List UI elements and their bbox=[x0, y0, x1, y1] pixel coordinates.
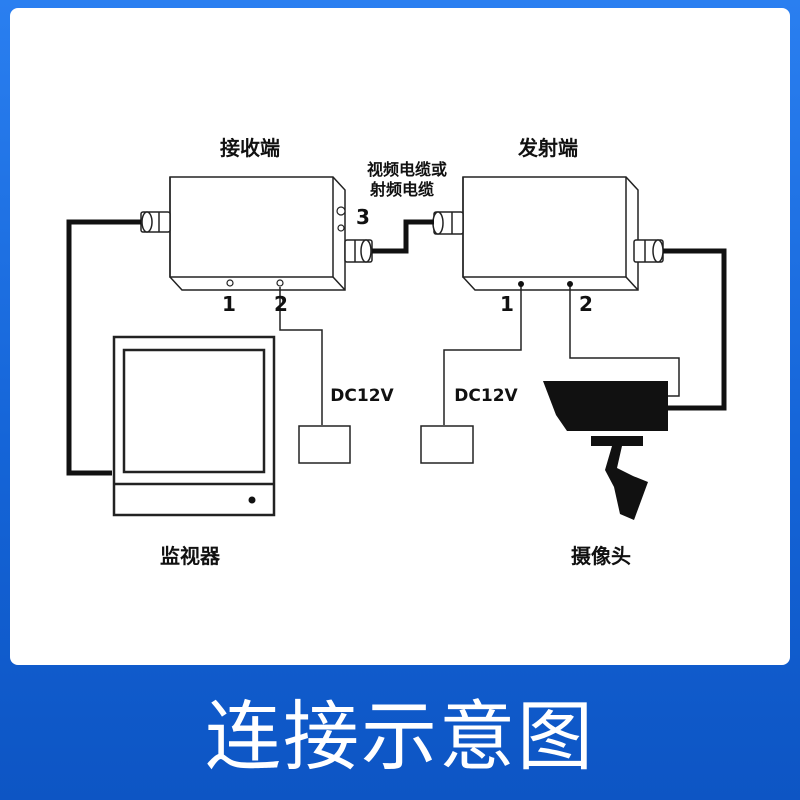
cable-camera-to-transmitter bbox=[663, 248, 727, 411]
power-adapter-right bbox=[420, 425, 474, 464]
port-3-label: 3 bbox=[356, 205, 370, 229]
wire-rx-power bbox=[279, 287, 323, 425]
thin-wires bbox=[279, 284, 680, 425]
power-adapter-left bbox=[298, 425, 351, 464]
receiver-left-connector bbox=[140, 211, 171, 233]
cable-label-line2: 射频电缆 bbox=[369, 180, 434, 199]
wire-tx-camera bbox=[569, 284, 680, 397]
camera bbox=[543, 381, 668, 520]
dc-label-right: DC12V bbox=[454, 386, 518, 406]
receiver-port-2-dot bbox=[276, 279, 284, 287]
monitor-label: 监视器 bbox=[160, 544, 221, 568]
receiver-port-1-dot bbox=[226, 279, 234, 287]
tx-port-1-dot bbox=[518, 281, 524, 287]
transmitter-label: 发射端 bbox=[517, 136, 578, 160]
cable-receiver-to-monitor bbox=[66, 219, 141, 476]
transmitter-port-2-label: 2 bbox=[579, 292, 593, 316]
transmitter-box bbox=[462, 176, 639, 291]
receiver-port-3-bottom bbox=[337, 224, 345, 232]
receiver-port-3-top bbox=[336, 206, 346, 216]
monitor-power-dot bbox=[248, 496, 256, 504]
monitor bbox=[112, 335, 276, 517]
tx-port-2-dot bbox=[567, 281, 573, 287]
transmitter-left-connector bbox=[432, 211, 464, 235]
receiver-box bbox=[169, 176, 346, 291]
receiver-port-2-label: 2 bbox=[274, 292, 288, 316]
receiver-port-1-label: 1 bbox=[222, 292, 236, 316]
transmitter-port-1-label: 1 bbox=[500, 292, 514, 316]
thick-cables bbox=[66, 219, 727, 476]
wire-tx-power bbox=[443, 284, 522, 425]
dc-label-left: DC12V bbox=[330, 386, 394, 406]
cable-label-line1: 视频电缆或 bbox=[367, 160, 447, 179]
receiver-right-connector bbox=[344, 239, 373, 263]
transmitter-right-connector bbox=[633, 239, 664, 263]
receiver-label: 接收端 bbox=[220, 136, 280, 160]
camera-label: 摄像头 bbox=[571, 544, 631, 568]
cable-receiver-to-transmitter bbox=[372, 219, 434, 254]
caption-title: 连接示意图 bbox=[205, 692, 595, 781]
